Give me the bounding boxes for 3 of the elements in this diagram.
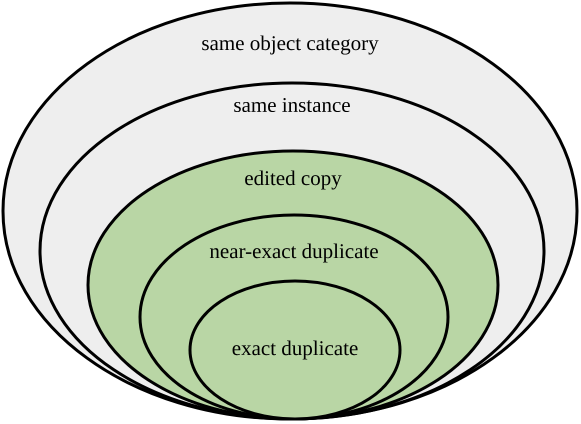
node-label: exact duplicate: [232, 340, 358, 360]
ellipse-region: exact duplicate: [188, 280, 402, 420]
node-label: same instance: [234, 98, 350, 112]
